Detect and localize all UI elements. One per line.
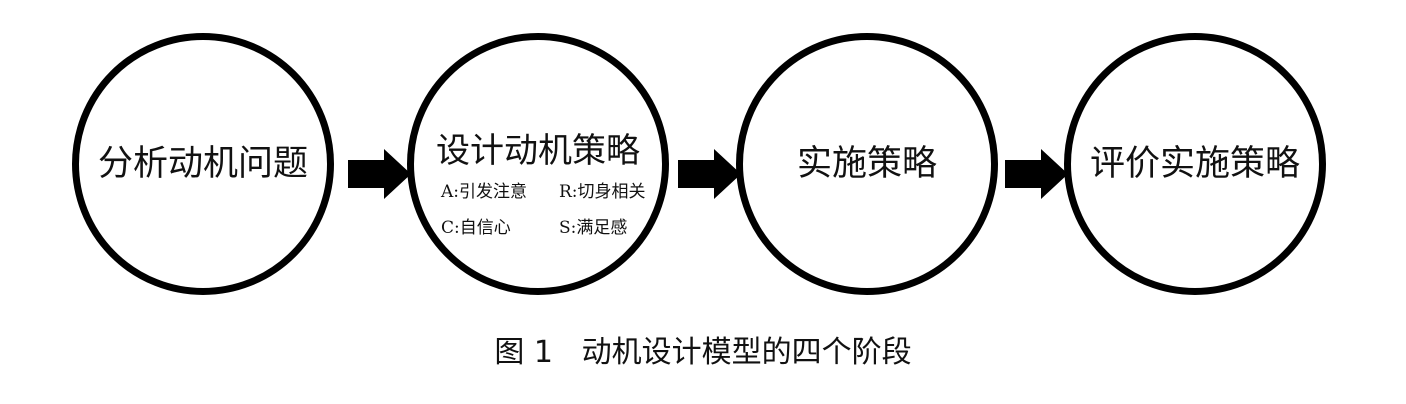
- arcs-confidence: C:自信心: [441, 218, 511, 238]
- stage-4-label: 评价实施策略: [1089, 144, 1300, 184]
- stage-2-label: 设计动机策略: [436, 131, 640, 171]
- arrow-right-icon: [678, 149, 741, 199]
- stage-3-label: 实施策略: [796, 144, 937, 184]
- arrow-right-icon: [1005, 149, 1068, 199]
- arcs-attention: A:引发注意: [441, 182, 528, 202]
- arcs-relevance: R:切身相关: [559, 182, 646, 202]
- stage-1-circle: 分析动机问题: [72, 33, 334, 295]
- stage-1-label: 分析动机问题: [97, 144, 308, 184]
- stage-2-circle: 设计动机策略 A:引发注意 R:切身相关 C:自信心 S:满足感: [407, 33, 669, 295]
- arcs-satisfaction: S:满足感: [559, 218, 628, 238]
- arrow-right-icon: [348, 149, 411, 199]
- stage-3-circle: 实施策略: [736, 33, 998, 295]
- figure-caption: 图 1 动机设计模型的四个阶段: [494, 335, 912, 370]
- stage-4-circle: 评价实施策略: [1064, 33, 1326, 295]
